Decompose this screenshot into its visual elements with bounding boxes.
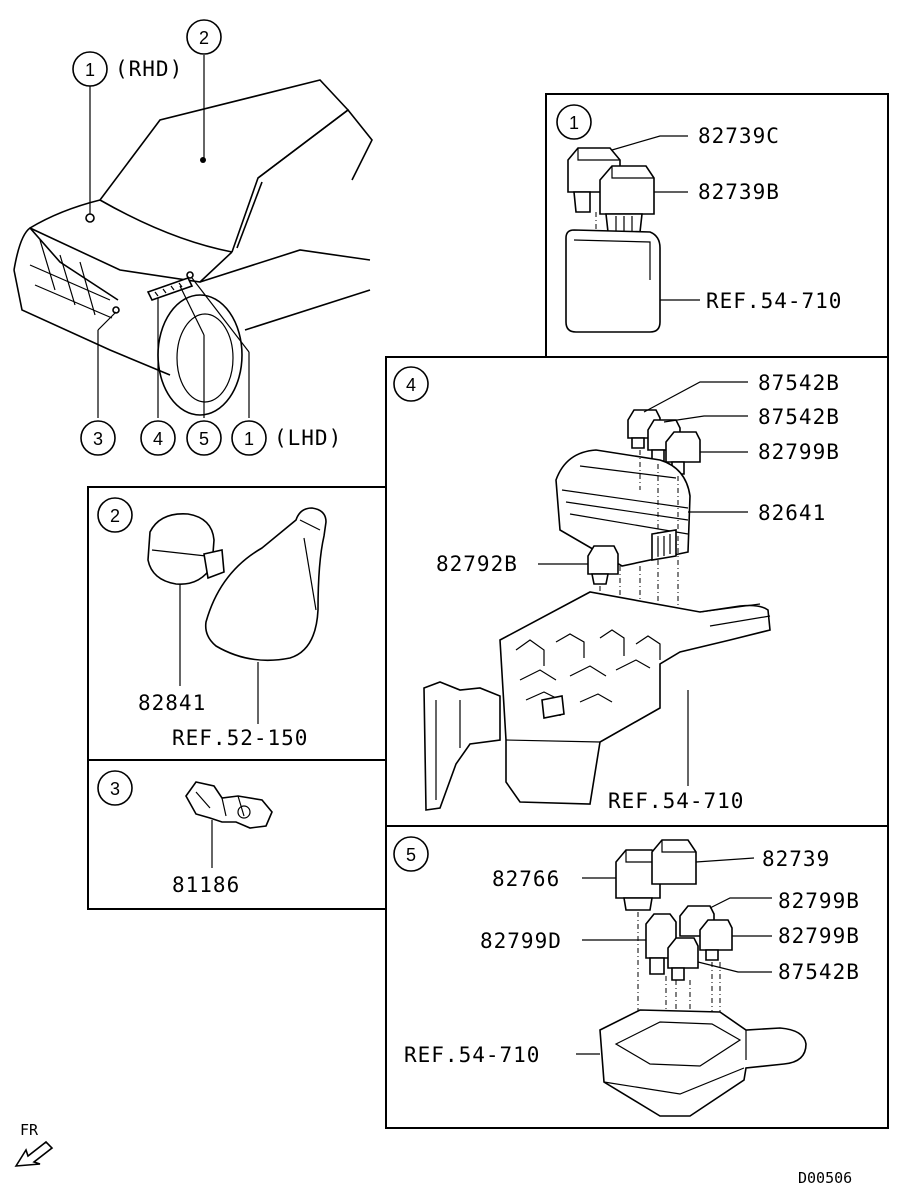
label-ref-52-150: REF.52-150 [172,726,308,750]
vehicle-overview [13,79,373,416]
label-82739b: 82739B [698,180,780,204]
callout-1-lhd: 1 (LHD) [231,420,342,456]
svg-text:1: 1 [85,60,95,80]
relay-holder-ref-54-710 [599,1009,807,1117]
panel-2: 2 82841 REF.52-150 [87,486,387,761]
label-ref-54-710: REF.54-710 [608,789,744,813]
panel-4: 4 [385,356,889,827]
callout-5: 5 [186,420,222,456]
svg-text:1: 1 [569,113,579,133]
label-82739: 82739 [762,847,830,871]
callout-2: 2 [186,19,222,55]
label-87542b: 87542B [778,960,860,984]
label-82739c: 82739C [698,124,780,148]
label-82799b-b: 82799B [778,924,860,948]
relay-82739c [567,147,621,213]
svg-text:1: 1 [244,429,254,449]
label-82641: 82641 [758,501,826,525]
label-ref-54-710: REF.54-710 [404,1043,540,1067]
relay-87542b [667,937,699,981]
cover-82641 [555,449,691,567]
fr-label: FR [20,1121,39,1139]
rhd-note: (RHD) [115,57,183,81]
junction-box-ref-54-710 [423,591,771,811]
relay-holder-ref-54-710 [565,229,661,333]
label-82841: 82841 [138,691,206,715]
sensor-81186 [185,781,273,829]
label-82799b: 82799B [758,440,840,464]
label-87542b-b: 87542B [758,405,840,429]
callout-leaders [89,55,250,418]
svg-text:5: 5 [199,429,209,449]
label-81186: 81186 [172,873,240,897]
label-87542b-a: 87542B [758,371,840,395]
diagram-id: D00506 [798,1169,852,1187]
label-82799d: 82799D [480,929,562,953]
label-82799b-a: 82799B [778,889,860,913]
svg-text:3: 3 [110,779,120,799]
callout-4: 4 [140,420,176,456]
label-ref-54-710: REF.54-710 [706,289,842,313]
svg-text:4: 4 [406,375,416,395]
cover-ref-52-150 [204,507,327,662]
label-82766: 82766 [492,867,560,891]
panel-5: 5 [385,825,889,1129]
lhd-note: (LHD) [274,426,342,450]
svg-text:3: 3 [93,429,103,449]
relay-82739 [651,839,697,885]
relay-82799b-b [699,919,733,961]
relay-82792b [587,545,619,585]
panel-1: 1 82739C 82739B REF.54-710 [545,93,889,358]
front-direction-indicator: FR [14,1121,54,1167]
arrow-icon [14,1140,54,1167]
callout-1-rhd: 1 (RHD) [72,51,183,87]
svg-text:2: 2 [110,506,120,526]
svg-text:2: 2 [199,28,209,48]
svg-text:5: 5 [406,845,416,865]
relay-82739b [599,165,655,233]
svg-text:4: 4 [153,429,163,449]
relay-82766 [615,849,661,911]
panel-3: 3 81186 [87,759,387,910]
sensor-82841 [147,513,225,585]
label-82792b: 82792B [436,552,518,576]
callout-3: 3 [80,420,116,456]
